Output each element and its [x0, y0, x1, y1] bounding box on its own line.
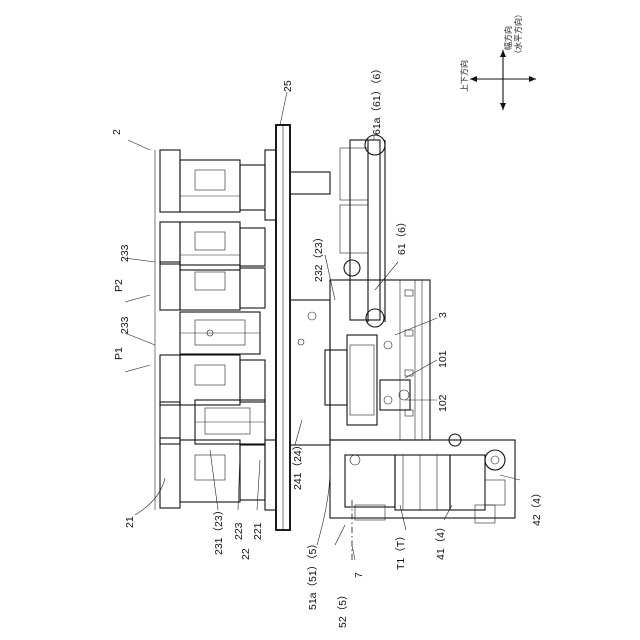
label-2: 2 [111, 129, 123, 135]
vertical-direction-label: 上下方向 [459, 60, 469, 92]
label-232: 232（23） [313, 232, 325, 282]
orientation-indicator: 上下方向 幅方向 （水平方向） [459, 10, 536, 110]
label-P2: P2 [113, 279, 125, 292]
label-22: 22 [240, 548, 252, 560]
label-233-upper: 233 [119, 244, 131, 262]
label-233-lower: 233 [119, 316, 131, 334]
frame-block [290, 280, 430, 445]
label-T1: T1（T） [395, 530, 407, 570]
label-61a: 61a（61）（6） [371, 63, 383, 135]
label-52: 52（5） [337, 589, 349, 628]
label-7: 7 [353, 572, 365, 578]
bottom-unit [330, 434, 515, 523]
label-223: 223 [233, 522, 245, 540]
main-plate [276, 125, 290, 530]
label-101: 101 [437, 350, 449, 368]
conveyor [290, 135, 385, 327]
label-231: 231（23） [213, 505, 225, 555]
horizontal-direction-label: 幅方向 [503, 26, 513, 50]
label-21: 21 [124, 516, 136, 528]
label-3: 3 [437, 312, 449, 318]
horizontal-direction-sublabel: （水平方向） [513, 10, 523, 58]
label-102: 102 [437, 394, 449, 412]
label-41: 41（4） [435, 521, 447, 560]
label-241: 241（24） [292, 440, 304, 490]
label-221: 221 [252, 522, 264, 540]
label-25: 25 [282, 80, 294, 92]
label-P1: P1 [113, 347, 125, 360]
suction-units [155, 150, 276, 510]
leader-lines [125, 92, 520, 560]
label-42: 42（4） [531, 487, 543, 526]
gripper [325, 335, 410, 425]
label-51a: 51a（51）（5） [307, 538, 319, 610]
reference-labels: 2 25 233 P2 233 P1 21 61a（61）（6） 232（23）… [111, 63, 543, 628]
label-61: 61（6） [396, 216, 408, 255]
